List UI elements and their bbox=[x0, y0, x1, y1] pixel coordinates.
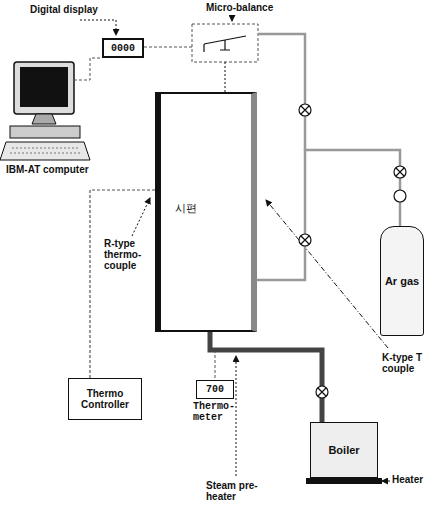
callout-label: R-type thermo-couple bbox=[104, 238, 148, 271]
connector-line bbox=[90, 190, 155, 378]
thermometer-display: 700Thermo-meter bbox=[196, 380, 234, 399]
node-text: Thermo Controller bbox=[72, 388, 138, 410]
gas-cylinder: Ar gas bbox=[380, 226, 424, 336]
node-caption: Thermo-meter bbox=[193, 401, 239, 423]
callout-label: K-type T couple bbox=[382, 352, 432, 374]
node-text: 0000 bbox=[111, 43, 135, 54]
furnace: 시편 bbox=[155, 92, 257, 332]
digital-display: 0000 bbox=[102, 38, 144, 58]
callout-label: Steam pre-heater bbox=[206, 480, 260, 502]
micro-balance-symbol bbox=[192, 24, 258, 62]
computer-illustration bbox=[0, 62, 90, 160]
callout-label: Micro-balance bbox=[206, 2, 286, 13]
callout-label: Digital display bbox=[30, 4, 110, 15]
node-text: Ar gas bbox=[385, 275, 419, 287]
node-text: Boiler bbox=[328, 444, 359, 456]
controller-box: Thermo Controller bbox=[68, 378, 142, 420]
node-text: 시편 bbox=[175, 202, 197, 214]
connector-line bbox=[257, 150, 400, 280]
node-text: 700 bbox=[206, 384, 224, 395]
computer-label: IBM-AT computer bbox=[6, 164, 98, 175]
boiler-box: Boiler bbox=[310, 422, 378, 478]
callout-label: Heater bbox=[392, 474, 436, 485]
heater-bar bbox=[306, 478, 382, 484]
